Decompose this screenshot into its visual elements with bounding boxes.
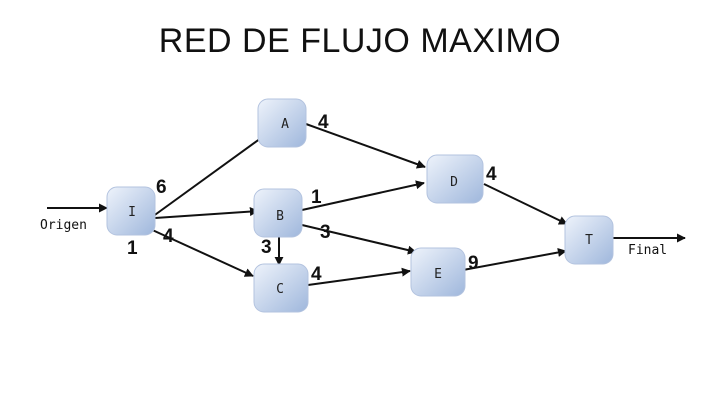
node-label-B: B: [276, 209, 284, 224]
capacity-labels: 6 1 4 4 1 3 3 4 4 9: [127, 112, 497, 285]
edge-B-E: [301, 224, 417, 255]
edge-I-B: [154, 207, 259, 219]
nodes: I A B C D E T: [106, 98, 614, 313]
node-label-C: C: [276, 282, 284, 297]
edge-A-D: [305, 123, 426, 169]
capacity-I-A: 6: [156, 177, 167, 198]
capacity-I-C: 4: [163, 226, 174, 247]
node-label-D: D: [450, 175, 458, 190]
node-B: B: [253, 188, 303, 238]
edge-E-T: [462, 248, 567, 271]
edges: [47, 123, 686, 286]
edge-I-A: [151, 132, 269, 218]
node-D: D: [426, 154, 484, 204]
capacity-B-E: 3: [320, 222, 331, 243]
capacity-I-B: 1: [127, 238, 138, 259]
edge-B-D: [301, 180, 425, 211]
capacity-B-D: 1: [311, 187, 322, 208]
edge-C-E: [307, 267, 411, 286]
edge-I-C: [147, 227, 254, 277]
capacity-B-C: 3: [261, 237, 272, 258]
capacity-C-E: 4: [311, 264, 322, 285]
node-label-T: T: [585, 233, 593, 248]
capacity-E-T: 9: [468, 253, 479, 274]
node-A: A: [257, 98, 307, 148]
edge-D-T: [483, 183, 568, 225]
capacity-A-D: 4: [318, 112, 329, 133]
capacity-D-T: 4: [486, 164, 497, 185]
node-C: C: [253, 263, 309, 313]
sink-label: Final: [628, 243, 667, 258]
node-E: E: [410, 247, 466, 297]
node-label-I: I: [128, 205, 136, 220]
node-label-E: E: [434, 267, 442, 282]
source-label: Origen: [40, 218, 87, 233]
node-label-A: A: [281, 117, 289, 132]
page-title: RED DE FLUJO MAXIMO: [158, 22, 562, 60]
node-T: T: [564, 215, 614, 265]
node-I: I: [106, 186, 156, 236]
